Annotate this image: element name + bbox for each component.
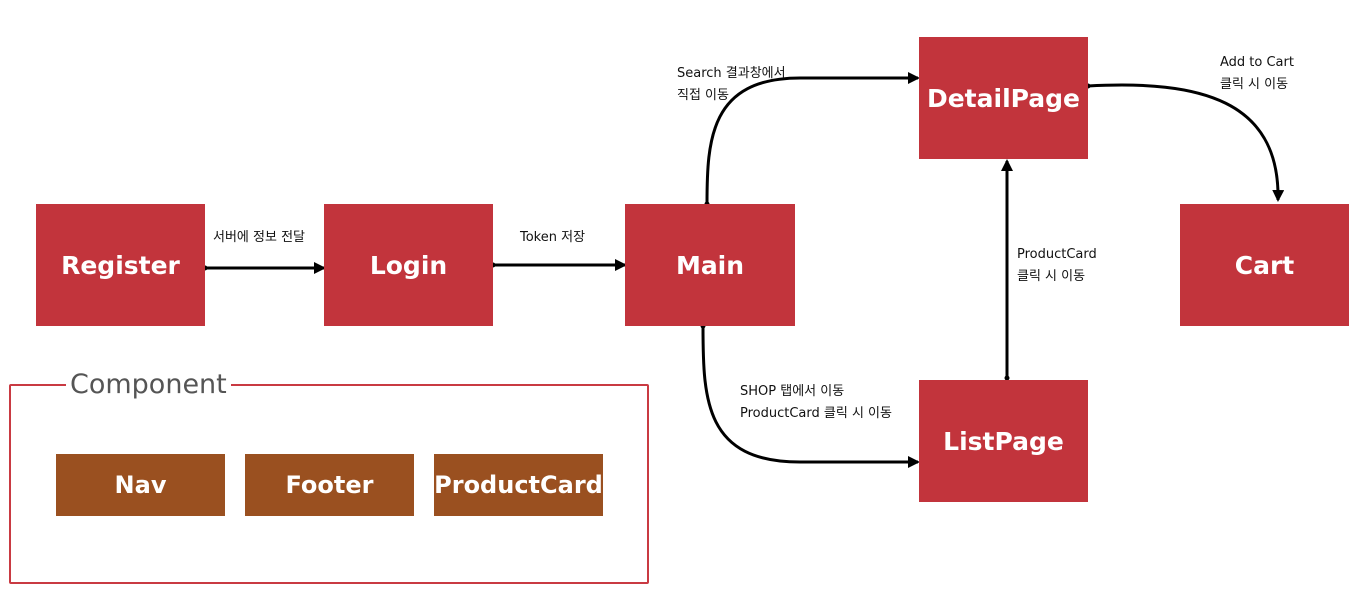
arrow-list-to-detail-start [1004,375,1010,381]
component-productcard[interactable]: ProductCard [434,454,603,516]
component-group-title: Component [66,368,231,402]
arrow-main-to-list [701,325,920,468]
node-detailpage[interactable]: DetailPage [919,37,1088,159]
component-footer[interactable]: Footer [245,454,414,516]
node-register[interactable]: Register [36,204,205,326]
node-cart[interactable]: Cart [1180,204,1349,326]
label-main-detail-line2: 직접 이동 [677,88,729,103]
node-main[interactable]: Main [625,204,795,326]
label-login-main: Token 저장 [520,230,586,245]
label-main-list-line2: ProductCard 클릭 시 이동 [740,406,892,421]
label-main-list-line1: SHOP 탭에서 이동 [740,384,845,399]
component-nav[interactable]: Nav [56,454,225,516]
label-detail-cart: Add to Cart 클릭 시 이동 [1220,52,1294,96]
label-register-login: 서버에 정보 전달 [213,230,305,245]
node-login[interactable]: Login [324,204,493,326]
label-list-detail-line2: 클릭 시 이동 [1017,269,1086,284]
label-main-detail: Search 결과창에서 직접 이동 [677,63,786,107]
arrow-detail-to-cart [1087,83,1285,202]
label-detail-cart-line2: 클릭 시 이동 [1220,77,1289,92]
label-detail-cart-line1: Add to Cart [1220,55,1294,70]
label-main-detail-line1: Search 결과창에서 [677,66,786,81]
label-list-detail-line1: ProductCard [1017,247,1097,262]
label-main-list: SHOP 탭에서 이동 ProductCard 클릭 시 이동 [740,381,892,425]
node-listpage[interactable]: ListPage [919,380,1088,502]
arrow-main-to-detail [705,72,920,205]
label-list-detail: ProductCard 클릭 시 이동 [1017,244,1097,288]
component-group [9,384,649,584]
